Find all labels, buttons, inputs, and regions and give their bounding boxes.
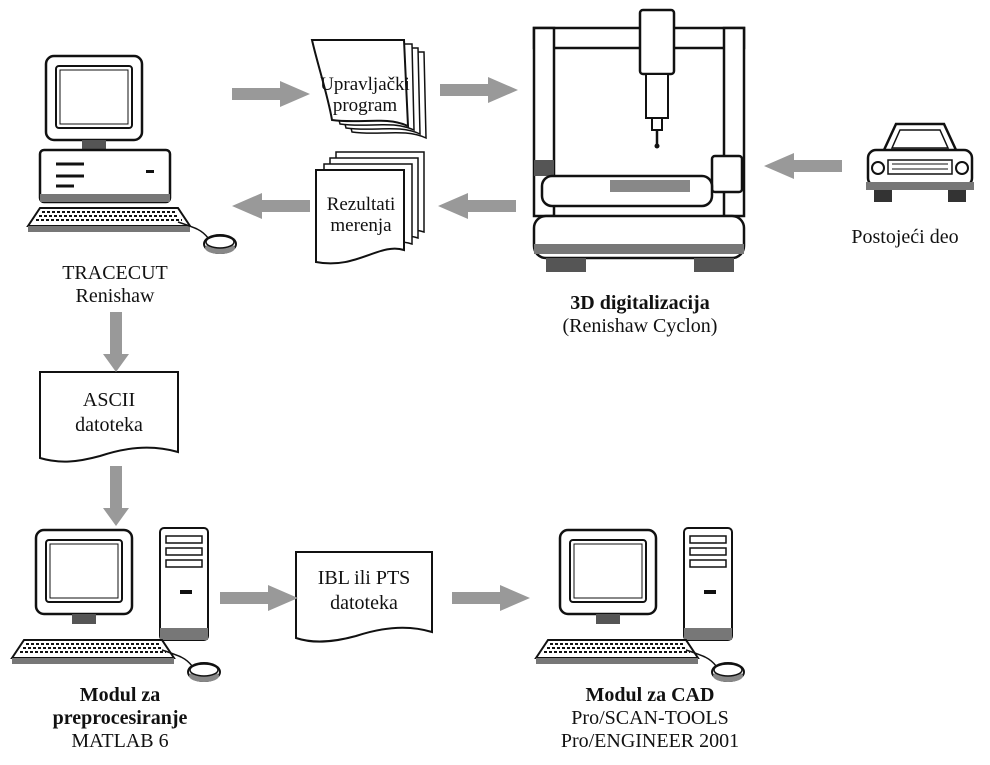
existing-part-label: Postojeći deo bbox=[820, 226, 990, 249]
measurement-results-line-2: merenja bbox=[330, 215, 392, 236]
preprocessing-title-2: preprocesiranje bbox=[52, 707, 188, 729]
arrow-machine-to-results bbox=[438, 193, 516, 219]
digitizer-label: 3D digitalizacija (Renishaw Cyclon) bbox=[520, 292, 760, 338]
arrow-ibl-to-cad bbox=[452, 585, 530, 611]
preprocessing-label: Modul za preprocesiranje MATLAB 6 bbox=[10, 684, 230, 753]
cad-subtitle-1: Pro/SCAN-TOOLS bbox=[571, 707, 729, 729]
tracecut-computer-icon bbox=[27, 54, 237, 255]
digitizer-subtitle: (Renishaw Cyclon) bbox=[562, 315, 718, 337]
tracecut-label: TRACECUT Renishaw bbox=[20, 262, 210, 308]
arrow-car-to-machine bbox=[764, 153, 842, 179]
control-program-line-1: Upravljački bbox=[320, 74, 410, 95]
tracecut-title: TRACECUT bbox=[62, 262, 168, 284]
arrow-results-to-computer bbox=[232, 193, 310, 219]
digitizer-machine-icon bbox=[532, 8, 746, 272]
cad-computer-icon bbox=[535, 527, 745, 683]
arrow-computer-to-ascii bbox=[103, 312, 129, 372]
cad-subtitle-2: Pro/ENGINEER 2001 bbox=[560, 730, 740, 752]
measurement-results-line-1: Rezultati bbox=[326, 194, 396, 215]
arrow-computer-to-program bbox=[232, 81, 310, 107]
preprocessing-subtitle: MATLAB 6 bbox=[71, 730, 169, 752]
control-program-document-icon bbox=[310, 39, 427, 140]
ascii-file-text: ASCII datoteka bbox=[40, 388, 178, 438]
ascii-file-line-1: ASCII bbox=[82, 389, 136, 411]
cad-title: Modul za CAD bbox=[585, 684, 715, 706]
measurement-results-text: Rezultati merenja bbox=[316, 194, 406, 236]
preprocessing-title-1: Modul za bbox=[79, 684, 161, 706]
ibl-pts-file-text: IBL ili PTS datoteka bbox=[296, 566, 432, 616]
car-icon bbox=[866, 122, 974, 202]
arrow-program-to-machine bbox=[440, 77, 518, 103]
arrow-preprocessing-to-ibl bbox=[220, 585, 298, 611]
digitizer-title: 3D digitalizacija bbox=[570, 292, 710, 314]
tracecut-subtitle: Renishaw bbox=[75, 285, 155, 307]
ibl-pts-file-line-2: datoteka bbox=[330, 592, 398, 614]
ascii-document-icon bbox=[39, 371, 179, 463]
preprocessing-computer-icon bbox=[11, 527, 221, 683]
ascii-file-line-2: datoteka bbox=[75, 414, 143, 436]
ibl-pts-file-line-1: IBL ili PTS bbox=[317, 567, 411, 589]
measurement-results-document-icon bbox=[315, 151, 425, 265]
existing-part-title: Postojeći deo bbox=[851, 226, 959, 248]
ibl-pts-document-icon bbox=[295, 551, 433, 643]
control-program-text: Upravljački program bbox=[310, 74, 420, 116]
cad-label: Modul za CAD Pro/SCAN-TOOLS Pro/ENGINEER… bbox=[520, 684, 780, 753]
control-program-line-2: program bbox=[332, 95, 398, 116]
arrow-ascii-to-preprocessing bbox=[103, 466, 129, 526]
